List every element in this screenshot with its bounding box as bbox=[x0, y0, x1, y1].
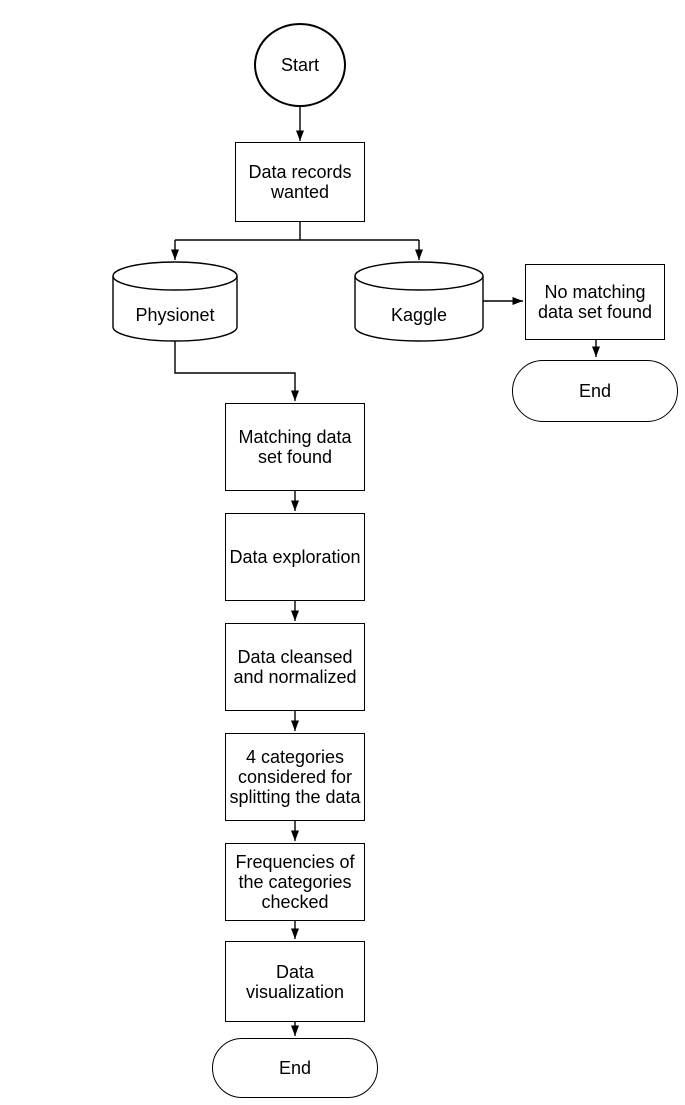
node-frequencies-checked-label: Frequencies of the categories checked bbox=[235, 852, 355, 912]
node-start-label: Start bbox=[280, 55, 319, 75]
node-end-right: End bbox=[512, 360, 678, 422]
node-frequencies-checked: Frequencies of the categories checked bbox=[225, 843, 365, 921]
datastore-physionet bbox=[112, 261, 238, 342]
node-data-cleansed-and-normalized-label: Data cleansed and normalized bbox=[233, 647, 357, 687]
node-data-exploration: Data exploration bbox=[225, 513, 365, 601]
node-physionet-label: Physionet bbox=[135, 304, 215, 325]
node-kaggle-label: Kaggle bbox=[390, 304, 448, 325]
node-four-categories-considered-label: 4 categories considered for splitting th… bbox=[229, 747, 361, 807]
edge-physionet-to-matching bbox=[174, 341, 299, 401]
node-end-right-label: End bbox=[578, 381, 612, 401]
node-matching-data-set-found-label: Matching data set found bbox=[238, 427, 352, 467]
node-four-categories-considered: 4 categories considered for splitting th… bbox=[225, 733, 365, 821]
node-start: Start bbox=[254, 23, 346, 107]
node-data-visualization-label: Data visualization bbox=[245, 961, 345, 1002]
node-matching-data-set-found: Matching data set found bbox=[225, 403, 365, 491]
node-data-records-wanted: Data records wanted bbox=[235, 142, 365, 222]
node-kaggle: Kaggle bbox=[355, 276, 483, 341]
datastore-kaggle bbox=[354, 261, 484, 342]
node-no-matching-data-set-found-label: No matching data set found bbox=[537, 282, 653, 322]
node-data-records-wanted-label: Data records wanted bbox=[248, 162, 352, 202]
node-physionet: Physionet bbox=[113, 276, 237, 341]
node-end-bottom: End bbox=[212, 1038, 378, 1098]
node-data-exploration-label: Data exploration bbox=[229, 547, 361, 567]
node-end-bottom-label: End bbox=[278, 1058, 312, 1078]
node-data-cleansed-and-normalized: Data cleansed and normalized bbox=[225, 623, 365, 711]
node-no-matching-data-set-found: No matching data set found bbox=[525, 264, 665, 340]
node-data-visualization: Data visualization bbox=[225, 941, 365, 1022]
